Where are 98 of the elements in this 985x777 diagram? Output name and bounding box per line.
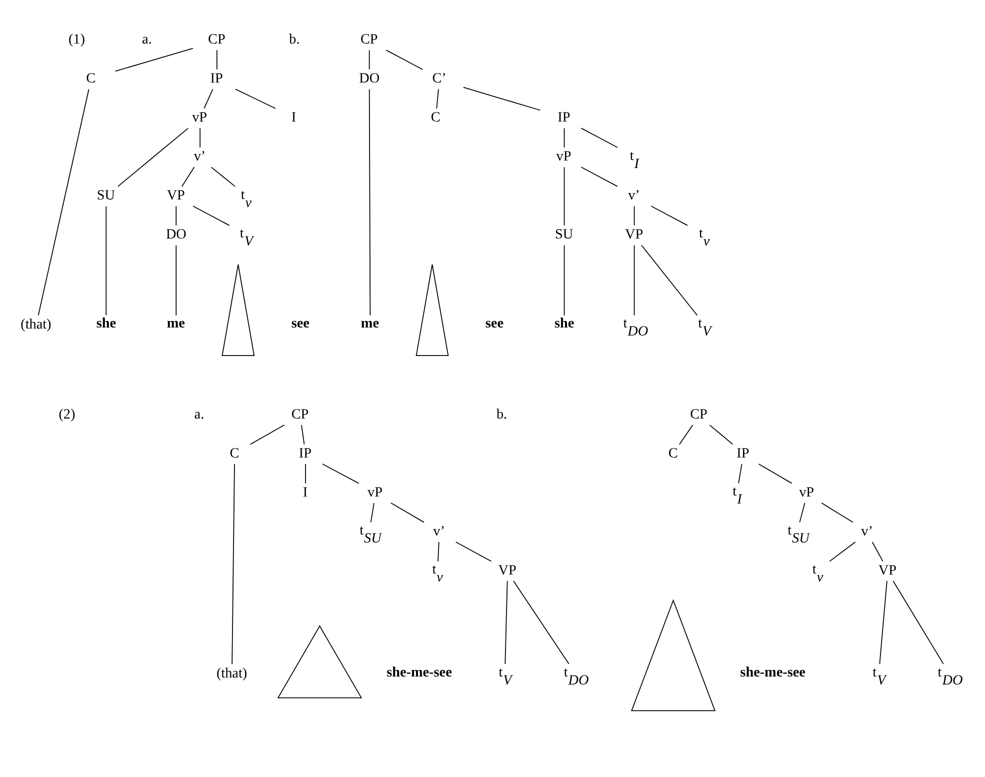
connector [504, 580, 508, 664]
node-text: vP [368, 484, 383, 500]
node-text: see [485, 315, 504, 332]
node-text: me [360, 315, 379, 332]
connector [204, 88, 214, 108]
node-text: v’ [628, 187, 640, 204]
node-text: (that) [20, 316, 52, 332]
connector [634, 244, 635, 316]
node-text: VP [624, 226, 644, 242]
node-text: I [302, 484, 308, 500]
connector [232, 463, 235, 664]
connector [872, 541, 884, 562]
connector [322, 463, 360, 484]
node-text: CP [360, 31, 378, 48]
connector [192, 205, 230, 226]
connector [513, 580, 570, 664]
connector [879, 580, 888, 664]
label: (1) [68, 31, 85, 48]
node-text: she-me-see [386, 664, 452, 680]
connector [892, 580, 944, 664]
node-text: C [430, 109, 440, 126]
node-text: v’ [861, 522, 873, 539]
connector [821, 502, 854, 522]
label: (2) [58, 406, 76, 422]
node-text: she [554, 315, 574, 332]
node-text: me [166, 315, 185, 332]
connector [106, 205, 107, 316]
node-text: VP [166, 187, 185, 204]
connector [250, 424, 285, 444]
node-text: see [291, 315, 310, 332]
connector [758, 463, 792, 484]
node-text: DO [359, 70, 380, 86]
node-triangle [222, 264, 255, 356]
connector [368, 88, 371, 316]
node-text: she-me-see [740, 664, 806, 680]
connector [641, 244, 698, 316]
connector [386, 49, 423, 70]
node-text: CP [208, 31, 226, 48]
connector [216, 49, 218, 70]
connector [580, 166, 618, 186]
node-text: vP [799, 484, 814, 500]
connector [650, 205, 688, 226]
connector [368, 49, 370, 70]
connector [580, 127, 618, 148]
label: b. [289, 31, 300, 48]
connector [210, 166, 236, 186]
node-text: v’ [433, 522, 445, 539]
connector [235, 88, 276, 108]
connector [455, 541, 492, 562]
node-triangle [416, 264, 449, 356]
connector [176, 205, 177, 226]
node-triangle [630, 598, 716, 711]
node-text: IP [558, 109, 570, 126]
connector [634, 205, 635, 226]
node-text: (that) [216, 664, 248, 681]
node-text: C’ [432, 70, 446, 86]
connector [38, 88, 90, 316]
node-text: SU [554, 226, 574, 242]
node-text: IP [298, 445, 312, 461]
node-text: CP [690, 406, 708, 422]
connector [305, 463, 306, 484]
connector [436, 88, 439, 108]
connector [462, 86, 541, 110]
node-text: v’ [194, 148, 206, 164]
node-text: I [291, 109, 296, 126]
node-text: SU [96, 187, 115, 204]
label: a. [194, 406, 204, 422]
connector [564, 127, 565, 148]
connector [799, 502, 806, 522]
node-text: C [230, 445, 240, 461]
node-text: C [86, 70, 96, 86]
connector [301, 424, 305, 444]
connector [390, 502, 424, 522]
connector [709, 424, 734, 444]
connector [118, 127, 189, 186]
connector [114, 47, 194, 72]
node-text: DO [166, 226, 186, 242]
connector [829, 541, 856, 562]
connector [370, 502, 374, 522]
label: a. [142, 31, 152, 48]
node-text: C [668, 445, 678, 461]
node-text: VP [878, 562, 897, 578]
node-text: vP [556, 148, 572, 164]
label: b. [496, 406, 508, 422]
connector [564, 244, 565, 316]
connector [738, 463, 742, 484]
node-text: vP [192, 109, 208, 126]
node-text: IP [736, 445, 750, 461]
node-text: she [96, 315, 116, 332]
connector [564, 166, 565, 226]
connector [679, 424, 694, 444]
node-text: CP [291, 406, 309, 422]
connector [438, 541, 440, 562]
node-text: IP [210, 70, 223, 86]
connector [176, 244, 177, 316]
node-triangle [277, 624, 362, 698]
connector [181, 166, 195, 186]
node-text: VP [498, 562, 516, 578]
